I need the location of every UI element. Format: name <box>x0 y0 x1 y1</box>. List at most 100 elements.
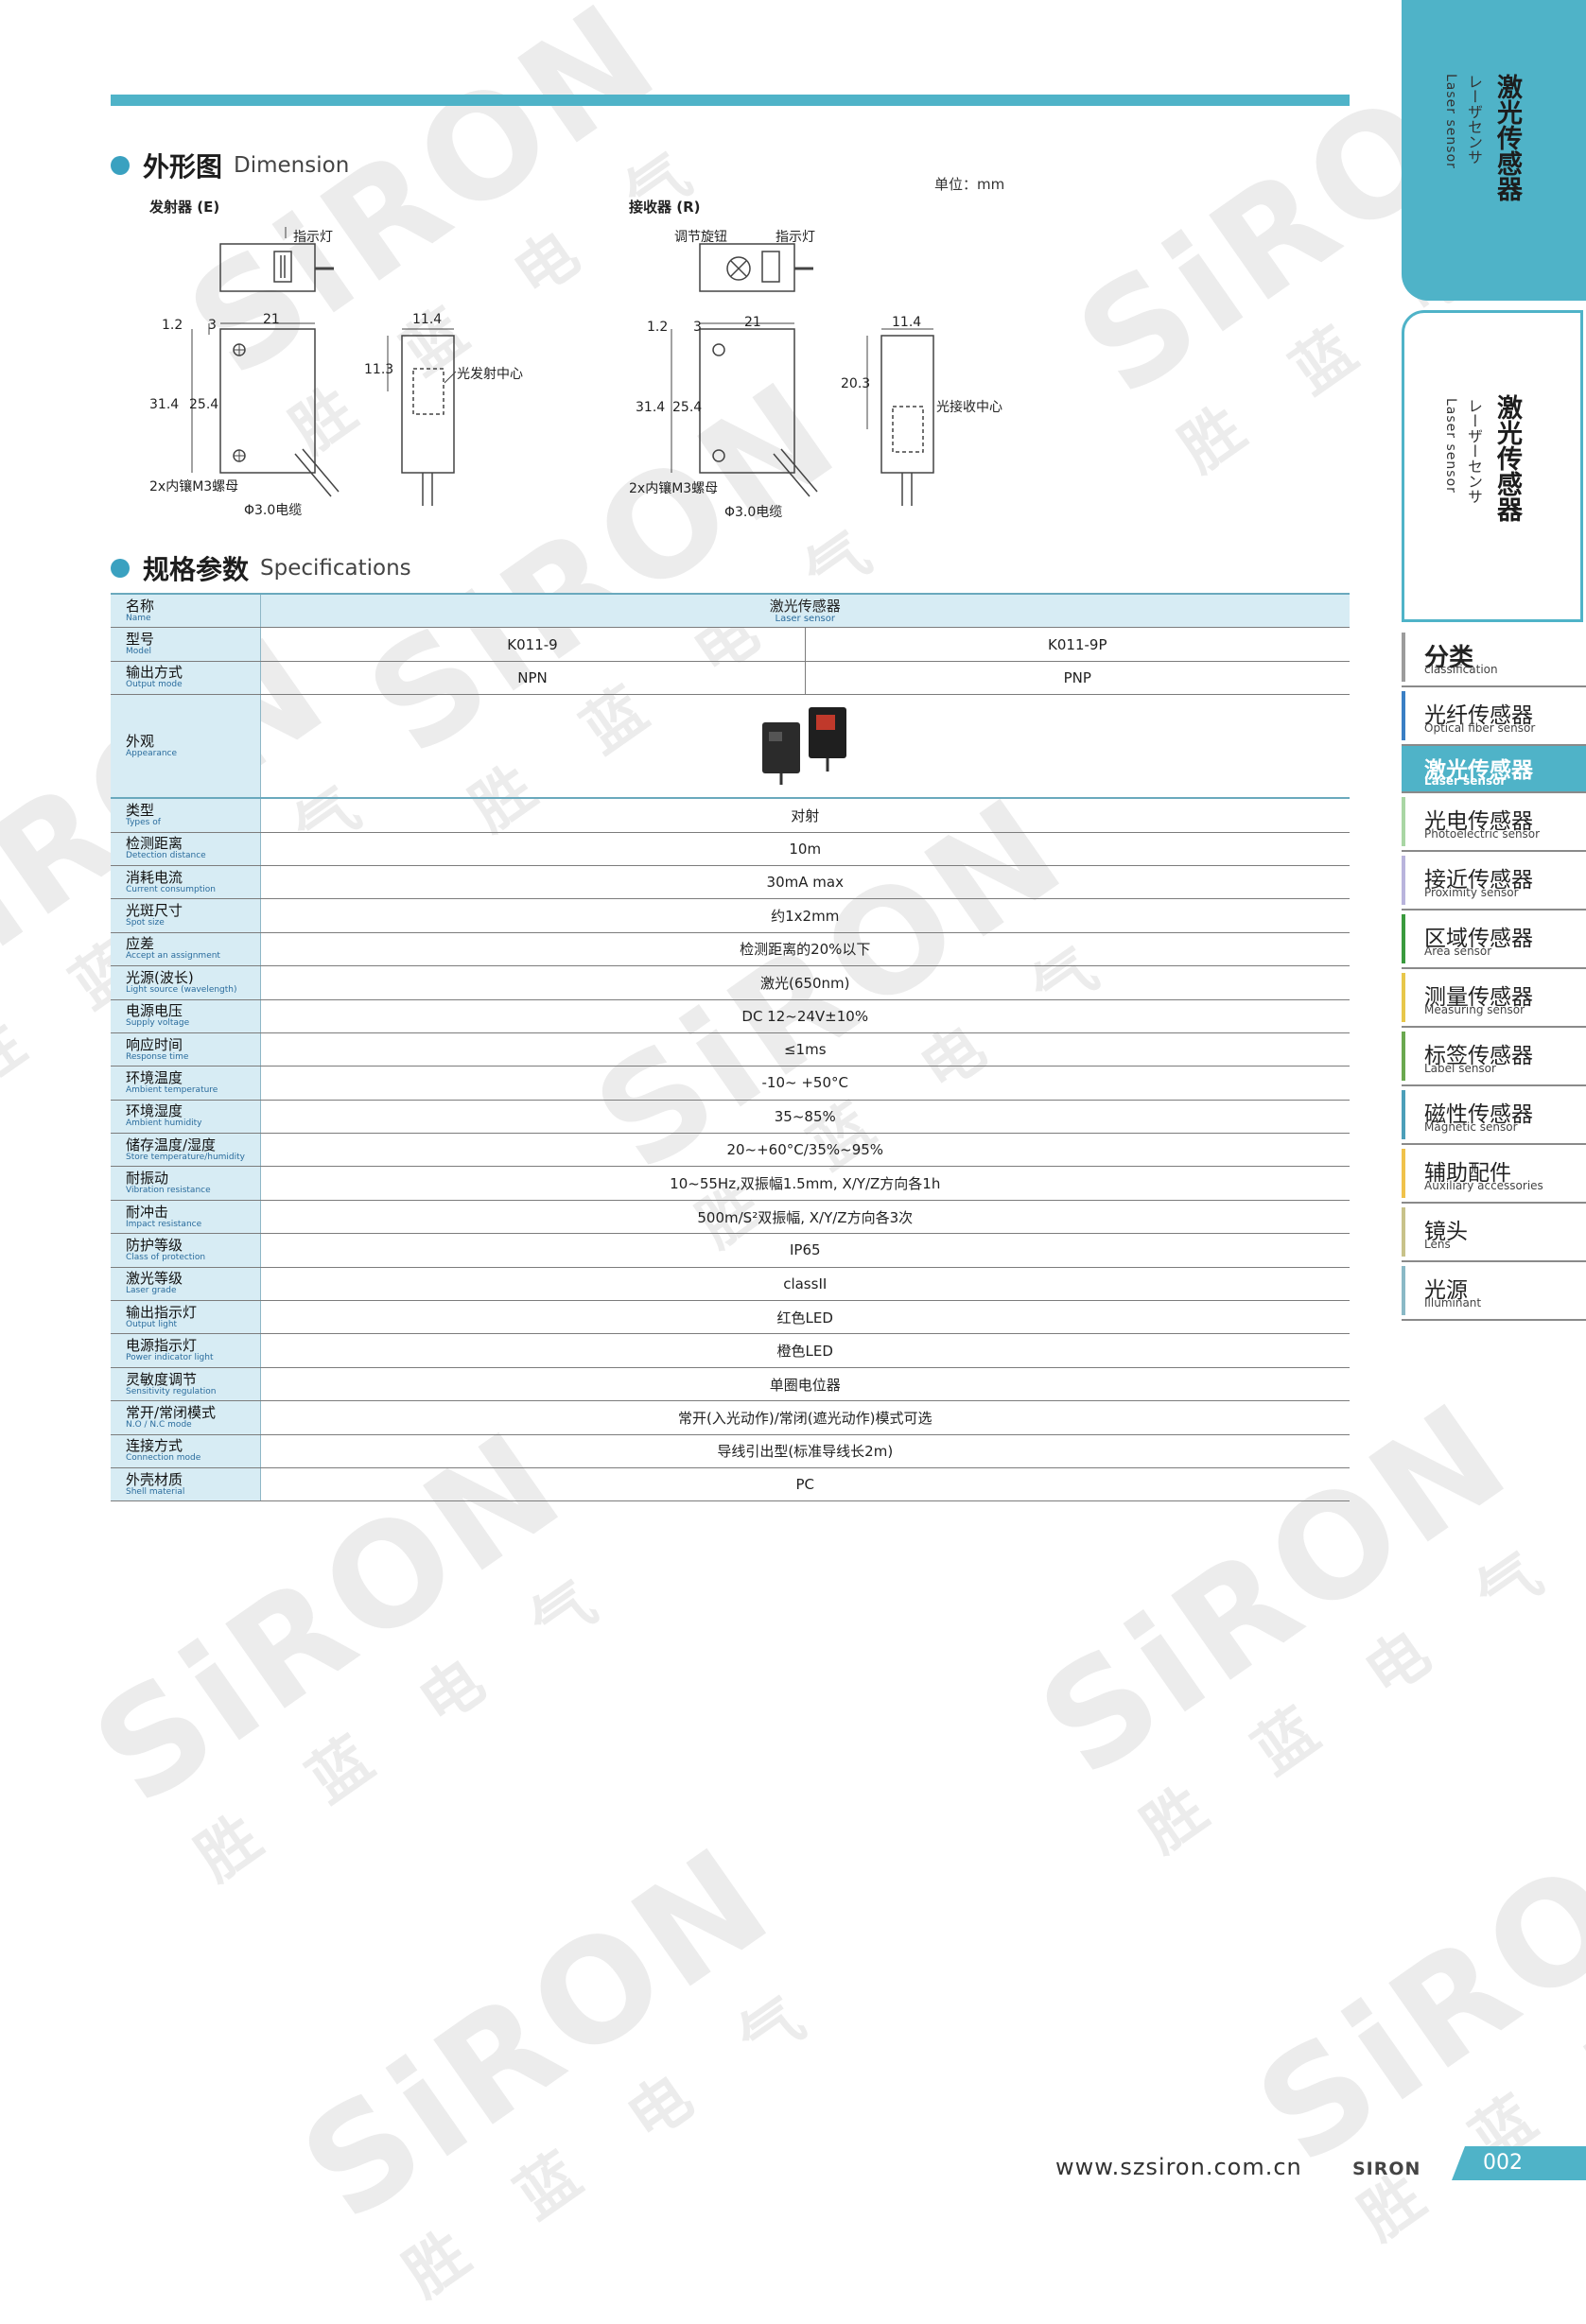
nav-bar <box>1402 797 1405 846</box>
row-key: 光源(波长)Light source (wavelength) <box>111 965 261 1000</box>
row-value: -10~ +50°C <box>260 1066 1350 1101</box>
receiver-label: 接收器 (R) <box>629 199 701 216</box>
side-tab-en: Laser sensor <box>1443 398 1458 494</box>
dim-label: 1.2 <box>162 318 183 333</box>
model-b: K011-9P <box>805 627 1350 662</box>
dim-label: 11.3 <box>364 362 394 377</box>
product-image <box>260 694 1350 799</box>
row-value: 约1x2mm <box>260 898 1350 933</box>
output-a: NPN <box>260 661 806 696</box>
knob-label: 调节旋钮 <box>674 230 727 245</box>
emitter-label: 发射器 (E) <box>149 199 220 216</box>
side-tab-title: 激光传感器 <box>1492 394 1522 522</box>
row-value: 10m <box>260 832 1350 866</box>
specifications-heading: 规格参数 Specifications <box>111 549 411 587</box>
nav-bar <box>1402 914 1405 963</box>
cable-label: Φ3.0电缆 <box>244 503 303 518</box>
side-tab-en: Laser sensor <box>1443 74 1458 169</box>
side-tab-ja: レーザーセンサ <box>1465 398 1483 504</box>
row-value: 橙色LED <box>260 1333 1350 1368</box>
side-tab-active[interactable]: 激光传感器 レーザセンサ Laser sensor <box>1402 0 1586 301</box>
nav-bar <box>1402 856 1405 905</box>
row-value: 常开(入光动作)/常闭(遮光动作)模式可选 <box>260 1400 1350 1435</box>
output-b: PNP <box>805 661 1350 696</box>
page-number: 002 <box>1452 2146 1586 2180</box>
dim-label: 21 <box>744 315 761 330</box>
dim-label: 11.4 <box>412 312 443 327</box>
dim-label: 25.4 <box>189 397 219 412</box>
recv-center-label: 光接收中心 <box>936 400 1002 415</box>
nav-bar <box>1402 1032 1405 1081</box>
nav-bar <box>1402 1207 1405 1257</box>
dim-label: 21 <box>263 312 280 327</box>
side-tab[interactable]: 激光传感器 レーザーセンサ Laser sensor <box>1402 310 1583 622</box>
footer-url[interactable]: www.szsiron.com.cn <box>1055 2154 1302 2180</box>
bullet-icon <box>111 559 130 578</box>
model-a: K011-9 <box>260 627 806 662</box>
side-tab-ja: レーザセンサ <box>1465 74 1483 165</box>
nav-bar <box>1402 973 1405 1022</box>
row-value: 35~85% <box>260 1100 1350 1135</box>
unit-label: 单位：mm <box>934 176 1005 193</box>
row-value: PC <box>260 1467 1350 1502</box>
header-bar <box>111 95 1350 106</box>
row-value: classII <box>260 1267 1350 1302</box>
dimension-drawing <box>191 227 934 506</box>
table-row: 光源(波长)Light source (wavelength)激光(650nm) <box>111 965 1350 1000</box>
row-value: 红色LED <box>260 1300 1350 1335</box>
nav-bar <box>1402 1149 1405 1198</box>
row-value: 激光(650nm) <box>260 965 1350 1000</box>
footer-logo: SIRON <box>1352 2159 1421 2179</box>
row-value: 检测距离的20%以下 <box>260 932 1350 967</box>
nav-bar <box>1402 633 1405 682</box>
dim-label: 1.2 <box>647 320 669 335</box>
indicator-label: 指示灯 <box>293 230 333 245</box>
row-value: ≤1ms <box>260 1032 1350 1067</box>
